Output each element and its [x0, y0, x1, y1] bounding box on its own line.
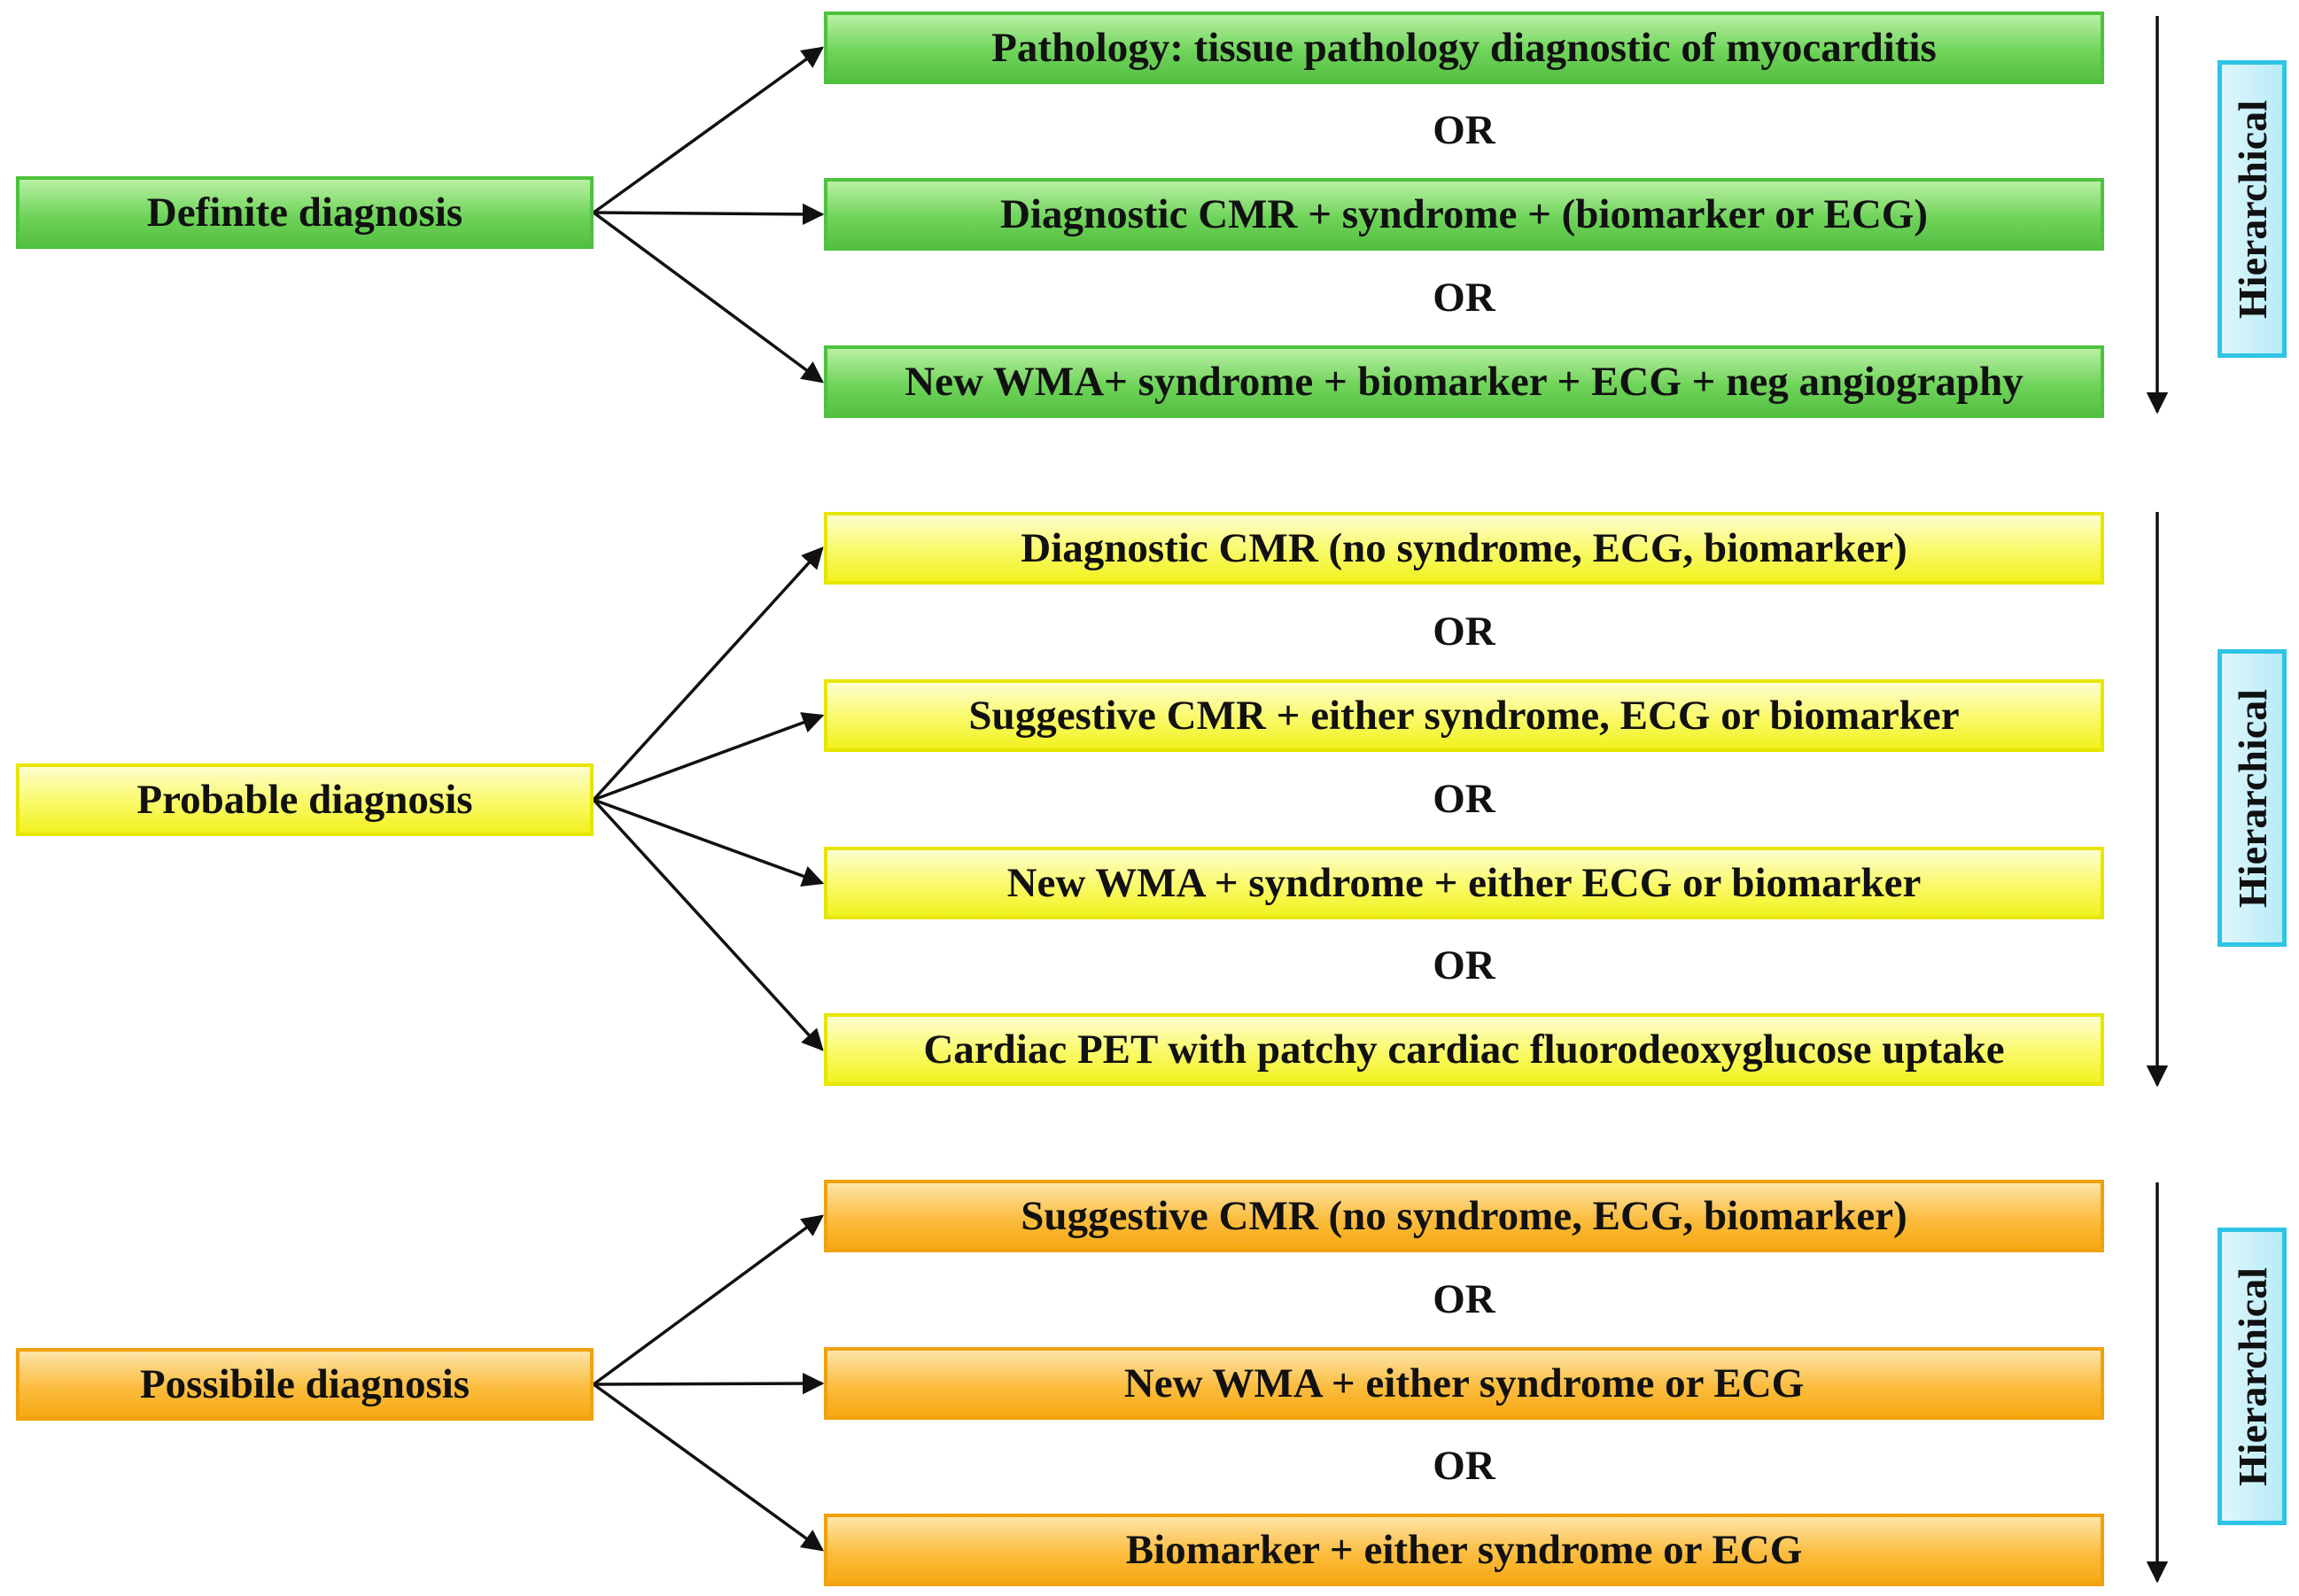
- criterion-box: Diagnostic CMR + syndrome + (biomarker o…: [824, 178, 2104, 251]
- connector-arrow: [593, 1372, 825, 1395]
- connector-arrow: [592, 1214, 824, 1386]
- connector-arrow: [592, 46, 824, 214]
- hierarchical-label: Hierarchical: [2229, 99, 2275, 319]
- connector-arrow: [592, 798, 824, 1051]
- hierarchical-label-box: Hierarchical: [2217, 649, 2287, 947]
- or-label: OR: [1433, 1275, 1495, 1322]
- connector-arrow: [592, 546, 824, 802]
- or-label: OR: [1433, 107, 1495, 153]
- connector-arrow: [593, 712, 825, 802]
- diagnosis-category-box: Possibile diagnosis: [16, 1348, 594, 1421]
- hierarchical-label: Hierarchical: [2229, 688, 2275, 908]
- connector-arrow: [592, 1383, 824, 1552]
- or-label: OR: [1433, 608, 1495, 655]
- criterion-box: Diagnostic CMR (no syndrome, ECG, biomar…: [824, 512, 2104, 585]
- criterion-box: Biomarker + either syndrome or ECG: [824, 1514, 2104, 1586]
- diagnosis-category-box: Probable diagnosis: [16, 763, 594, 836]
- connector-arrow: [593, 203, 825, 226]
- criterion-box: Suggestive CMR + either syndrome, ECG or…: [824, 679, 2104, 752]
- criterion-box: New WMA+ syndrome + biomarker + ECG + ne…: [824, 345, 2104, 418]
- hierarchical-label-box: Hierarchical: [2217, 60, 2287, 358]
- connector-arrow: [592, 211, 824, 384]
- or-label: OR: [1433, 1443, 1495, 1489]
- criterion-box: Cardiac PET with patchy cardiac fluorode…: [824, 1013, 2104, 1086]
- criterion-box: Suggestive CMR (no syndrome, ECG, biomar…: [824, 1180, 2104, 1252]
- hierarchical-label: Hierarchical: [2229, 1267, 2275, 1486]
- or-label: OR: [1433, 274, 1495, 321]
- hierarchical-label-box: Hierarchical: [2217, 1228, 2287, 1525]
- criterion-box: Pathology: tissue pathology diagnostic o…: [824, 12, 2104, 84]
- criterion-box: New WMA + either syndrome or ECG: [824, 1347, 2104, 1420]
- diagnosis-category-box: Definite diagnosis: [16, 176, 594, 249]
- criterion-box: New WMA + syndrome + either ECG or bioma…: [824, 847, 2104, 919]
- or-label: OR: [1433, 775, 1495, 822]
- or-label: OR: [1433, 942, 1495, 988]
- connector-arrow: [593, 798, 825, 887]
